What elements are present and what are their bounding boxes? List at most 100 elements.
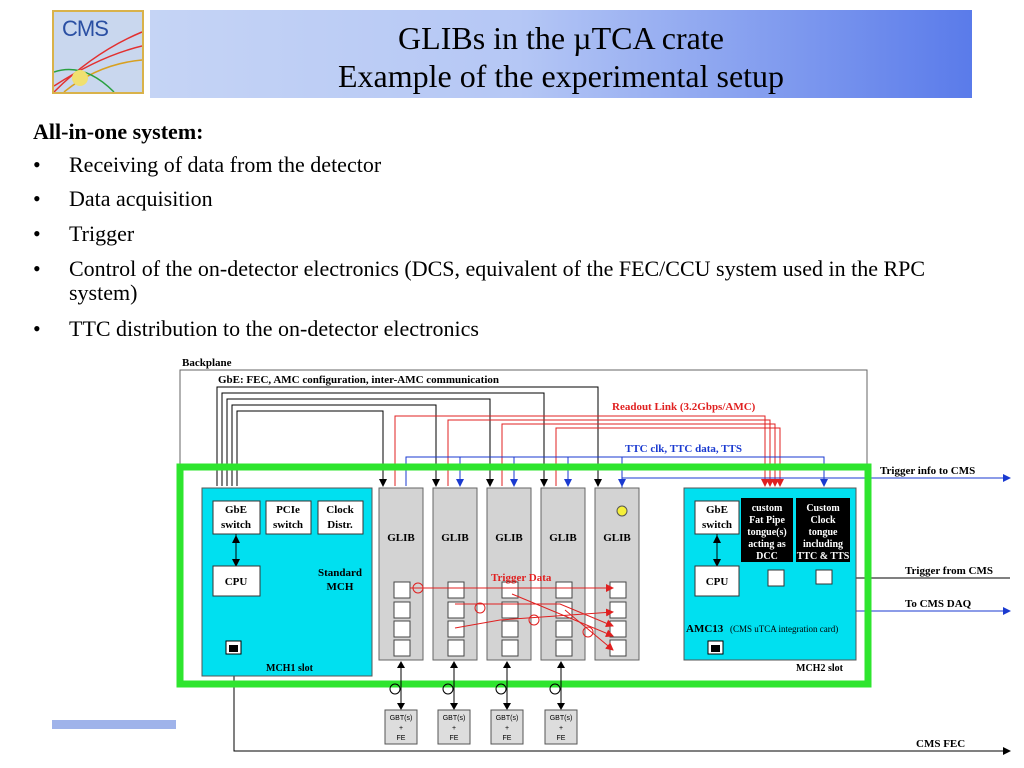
glib-label: GLIB <box>495 532 523 544</box>
page-title: GLIBs in the µTCA crate <box>398 20 724 56</box>
gbt-fe-rect <box>544 709 578 745</box>
mch1-cpu-text: CPU <box>225 576 248 588</box>
glib-port <box>609 601 627 619</box>
glib-port <box>447 639 465 657</box>
glib-port <box>393 639 411 657</box>
gbt-text: + <box>559 725 563 732</box>
gbt-fe-box: GBT(s)+FE <box>490 661 524 745</box>
trigger-from-label: Trigger from CMS <box>905 565 993 577</box>
glib-port <box>447 581 465 599</box>
gbt-fe-rect <box>384 709 418 745</box>
mch1-pcie-switch-text: PCIe <box>276 504 300 516</box>
intro-heading: All-in-one system: <box>33 119 204 144</box>
glib-label: GLIB <box>441 532 469 544</box>
fat-pipe-text: custom <box>752 503 783 514</box>
bullet-text: Receiving of data from the detector <box>69 152 382 177</box>
amc13-gbe-switch-text: switch <box>702 519 732 531</box>
fat-pipe-text: acting as <box>748 539 786 550</box>
glib-port <box>447 620 465 638</box>
gbt-text: + <box>452 725 456 732</box>
fat-pipe-text: DCC <box>756 551 778 562</box>
glib-card: GLIB <box>540 487 586 661</box>
ttc-lines <box>405 456 828 487</box>
amc13-gbe-switch-text: GbE <box>706 504 728 516</box>
mch1-clock-distr-text: Distr. <box>327 519 353 531</box>
glib-card: GLIB <box>594 487 640 661</box>
glib-card: GLIB <box>378 487 424 661</box>
glib-status-led <box>616 505 628 517</box>
gbt-text: FE <box>450 735 459 742</box>
standard-mch-label: Standard <box>318 567 362 579</box>
gbt-text: GBT(s) <box>443 715 466 722</box>
amc13-cpu <box>694 565 740 597</box>
gbt-text: FE <box>557 735 566 742</box>
bullet-text: Control of the on-detector electronics (… <box>69 256 926 305</box>
trigger-data-lines <box>410 582 614 651</box>
bullet-glyph: • <box>33 256 41 281</box>
gbt-text: GBT(s) <box>550 715 573 722</box>
cms-logo: CMS <box>52 10 144 94</box>
gbe-line-label: GbE: FEC, AMC configuration, inter-AMC c… <box>218 374 499 386</box>
clock-tongue-text: Custom <box>806 503 840 514</box>
gbt-fe-rect <box>490 709 524 745</box>
glib-port <box>501 581 519 599</box>
clock-tongue-text: Clock <box>811 515 836 526</box>
mch1-gbe-switch-text: GbE <box>225 504 247 516</box>
glib-port <box>609 639 627 657</box>
amc13-subtitle: (CMS uTCA integration card) <box>730 624 838 634</box>
amc13-trigger-port <box>815 569 833 585</box>
glib-port <box>501 639 519 657</box>
page-subtitle: Example of the experimental setup <box>337 58 785 94</box>
gbt-text: GBT(s) <box>496 715 519 722</box>
amc13-gbe-switch <box>694 500 740 535</box>
amc13-slot-label: MCH2 slot <box>796 663 844 674</box>
trigger-info-label: Trigger info to CMS <box>880 465 975 477</box>
gbt-fe-box: GBT(s) + FE <box>437 661 471 745</box>
mch1-slot-label: MCH1 slot <box>266 663 314 674</box>
fat-pipe-text: Fat Pipe <box>749 515 785 526</box>
mch1-card: GbE switch PCIe switch Clock Distr. CPU … <box>201 487 373 677</box>
gbt-text: + <box>399 725 403 732</box>
trigger-data-label: Trigger Data <box>491 572 552 584</box>
glib-port <box>555 620 573 638</box>
glib-port <box>393 620 411 638</box>
glib-card: GLIB <box>486 487 532 661</box>
mch1-clock-distr <box>317 500 364 535</box>
bullet-glyph: • <box>33 186 41 211</box>
footer-accent-bar <box>52 720 176 729</box>
cms-fec-arrow <box>233 660 1011 755</box>
mch1-gbe-switch <box>212 500 261 535</box>
mch1-clock-distr-text: Clock <box>326 504 354 516</box>
gbt-text: FE <box>397 735 406 742</box>
gbt-text: FE <box>503 735 512 742</box>
clock-tongue-text: including <box>803 539 843 550</box>
amc13-name: AMC13 <box>686 623 724 635</box>
amc13-cpu-text: CPU <box>706 576 729 588</box>
gbt-fe-rect <box>437 709 471 745</box>
glib-port <box>609 581 627 599</box>
bullet-text: Data acquisition <box>69 186 213 211</box>
clock-tongue-text: TTC & TTS <box>797 551 850 562</box>
clock-tongue-text: tongue <box>809 527 838 538</box>
to-daq-label: To CMS DAQ <box>905 598 972 610</box>
glib-card: GLIB <box>432 487 478 661</box>
mch1-pcie-switch-text: switch <box>273 519 303 531</box>
gbt-text: GBT(s) <box>390 715 413 722</box>
readout-link-label: Readout Link (3.2Gbps/AMC) <box>612 401 756 413</box>
ttc-line-label: TTC clk, TTC data, TTS <box>625 443 742 455</box>
standard-mch-label: MCH <box>327 581 354 593</box>
cms-fec-label: CMS FEC <box>916 738 965 750</box>
glib-port <box>555 581 573 599</box>
fat-pipe-tongue <box>741 498 793 562</box>
mch1-cpu <box>212 565 261 597</box>
glib-port <box>393 601 411 619</box>
utca-crate-frame <box>176 463 872 688</box>
glib-port <box>609 620 627 638</box>
cms-logo-graphic <box>54 31 142 92</box>
cms-logo-text: CMS <box>62 16 109 41</box>
glib-port <box>501 620 519 638</box>
gbt-fe-box: GBT(s) + FE <box>384 661 418 745</box>
